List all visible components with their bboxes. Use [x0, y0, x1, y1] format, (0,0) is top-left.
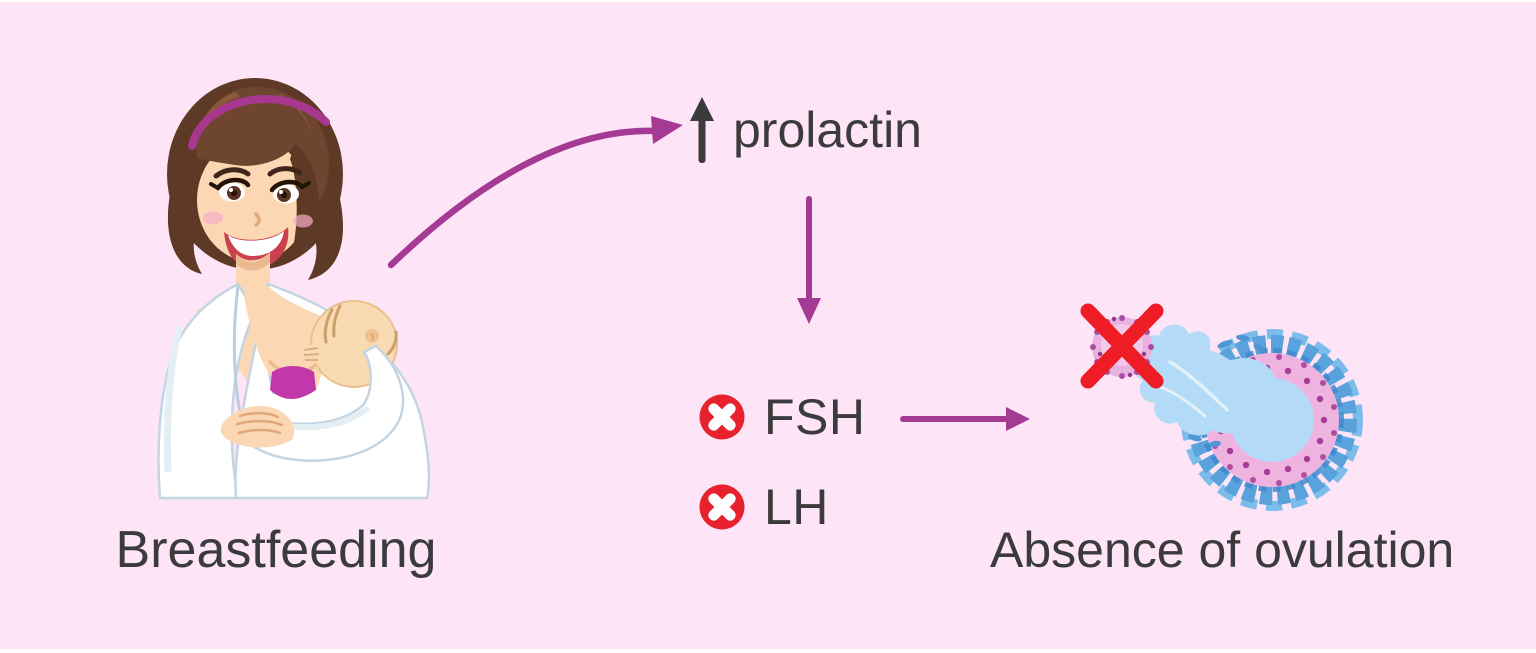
prolactin-node: prolactin — [688, 95, 922, 165]
woman-eyebrows — [213, 166, 303, 179]
down-arrow — [797, 196, 821, 324]
woman-blush — [203, 211, 313, 228]
baby-hand — [301, 345, 323, 363]
breastfeeding-caption: Breastfeeding — [115, 521, 437, 579]
right-arrow — [900, 407, 1030, 431]
lh-label: LH — [764, 479, 829, 535]
increase-arrow-icon — [690, 97, 714, 163]
breastfeeding-illustration — [157, 78, 431, 500]
woman-headband — [188, 95, 330, 150]
absence-of-ovulation-caption: Absence of ovulation — [990, 522, 1455, 578]
fsh-node: FSH — [699, 392, 866, 442]
blocked-icon — [699, 394, 745, 440]
follicular-fluid-spill — [1134, 324, 1278, 436]
woman-breast-front — [269, 331, 315, 377]
fsh-label: FSH — [764, 389, 866, 445]
blocked-ovum-cross-icon — [1080, 303, 1164, 389]
prolactin-label: prolactin — [733, 102, 922, 158]
follicle-illustration — [1080, 303, 1363, 511]
bra-front — [270, 366, 316, 399]
woman-eyes — [209, 177, 311, 204]
woman-nose — [254, 212, 261, 227]
blocked-icon — [699, 484, 745, 530]
loose-cells — [1188, 334, 1265, 448]
mother-hand — [220, 406, 295, 448]
lh-node: LH — [699, 482, 829, 532]
curved-arrow — [387, 116, 683, 269]
